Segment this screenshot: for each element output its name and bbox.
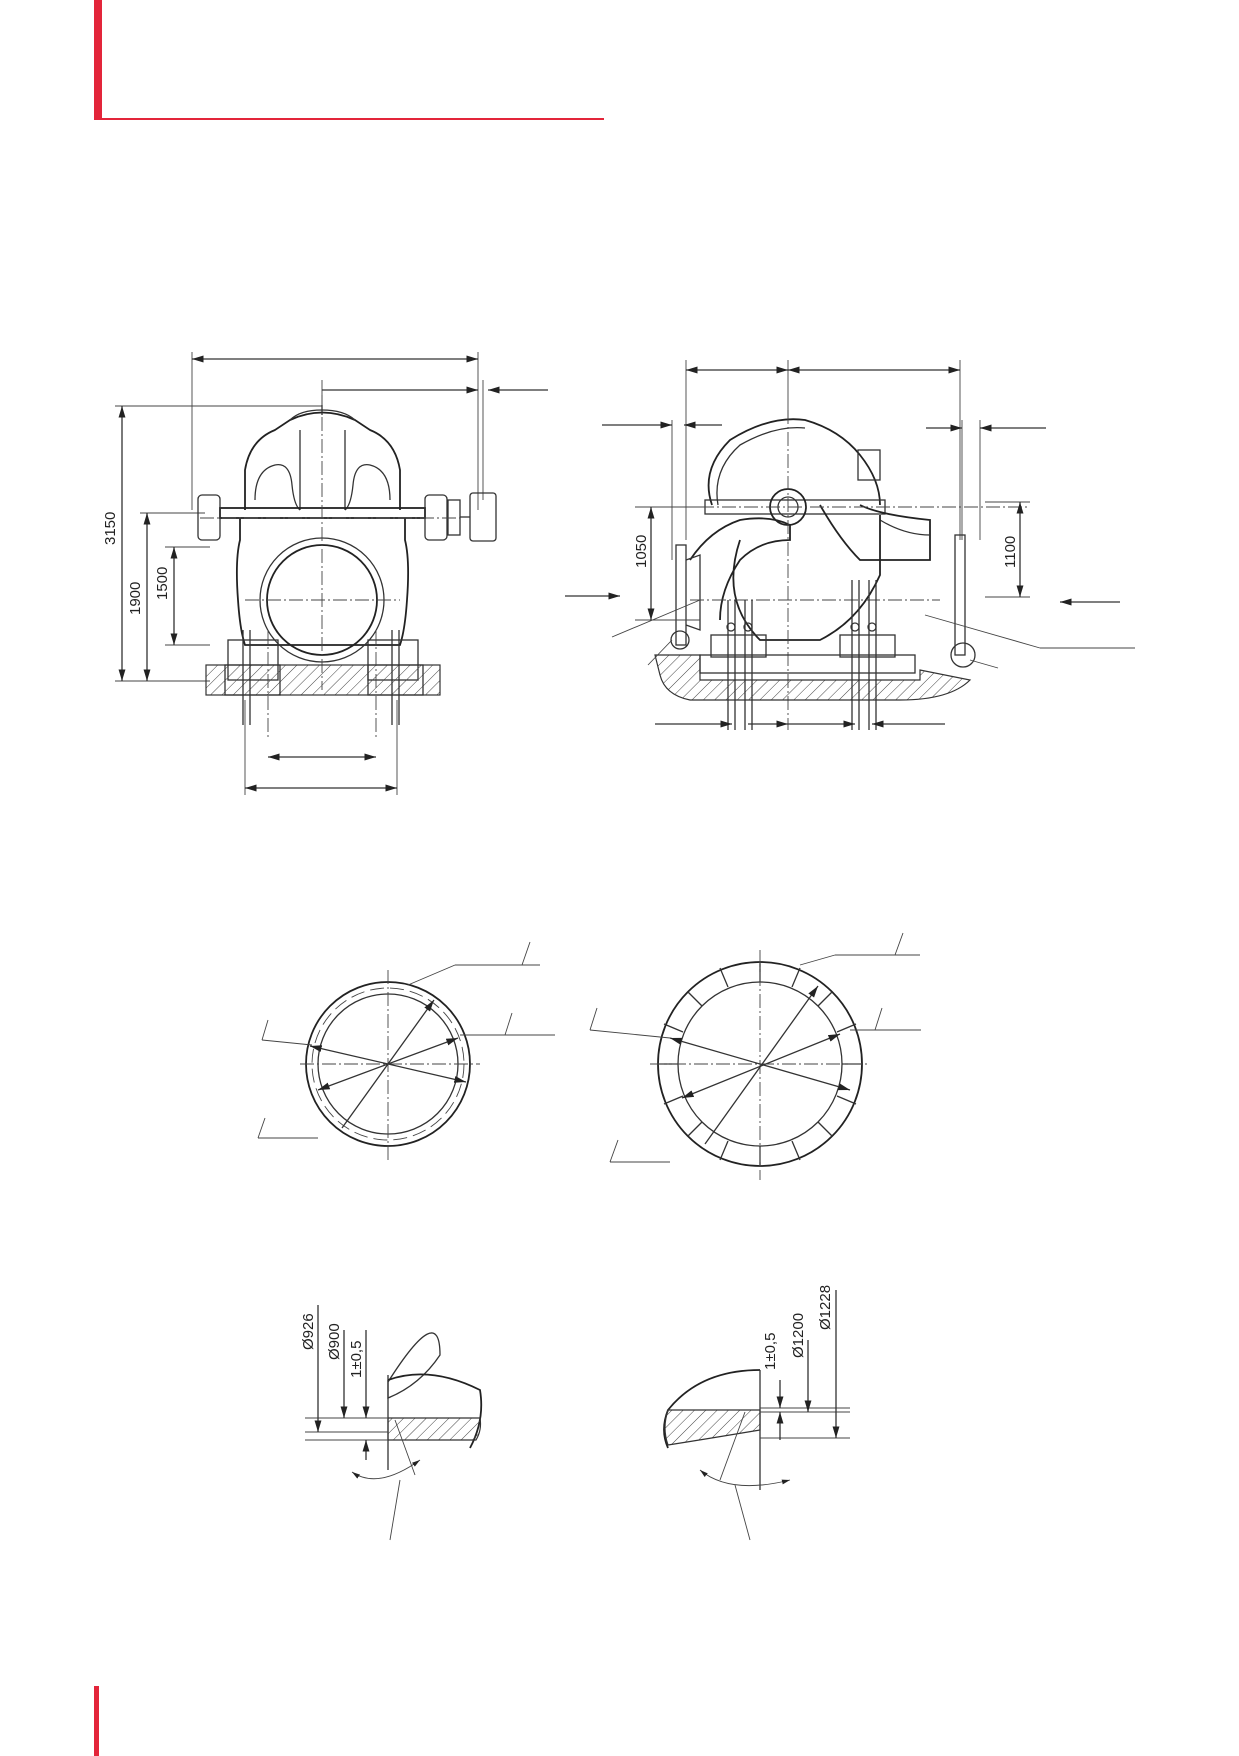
- ring-detail-right: [663, 1290, 850, 1541]
- dim-d900: Ø900: [326, 1323, 343, 1360]
- dim-3150: 3150: [102, 512, 119, 545]
- dim-gap-right: 1±0,5: [762, 1333, 779, 1370]
- accent-bar-top: [94, 0, 102, 120]
- dim-1050: 1050: [633, 535, 650, 568]
- header-rule: [94, 118, 604, 120]
- dim-d926: Ø926: [300, 1313, 317, 1350]
- dim-d1228: Ø1228: [817, 1285, 834, 1330]
- pump-side-view: [565, 360, 1135, 730]
- accent-bar-bottom: [94, 1686, 99, 1756]
- dim-1900: 1900: [127, 582, 144, 615]
- dim-1100: 1100: [1002, 536, 1019, 568]
- ring-section-left: [257, 941, 555, 1160]
- ring-section-right: [589, 932, 921, 1180]
- pump-front-view: [115, 352, 548, 795]
- dim-gap-left: 1±0,5: [348, 1341, 365, 1378]
- ring-detail-left: [305, 1305, 483, 1541]
- dim-d1200: Ø1200: [790, 1313, 807, 1358]
- dim-1500: 1500: [154, 567, 171, 600]
